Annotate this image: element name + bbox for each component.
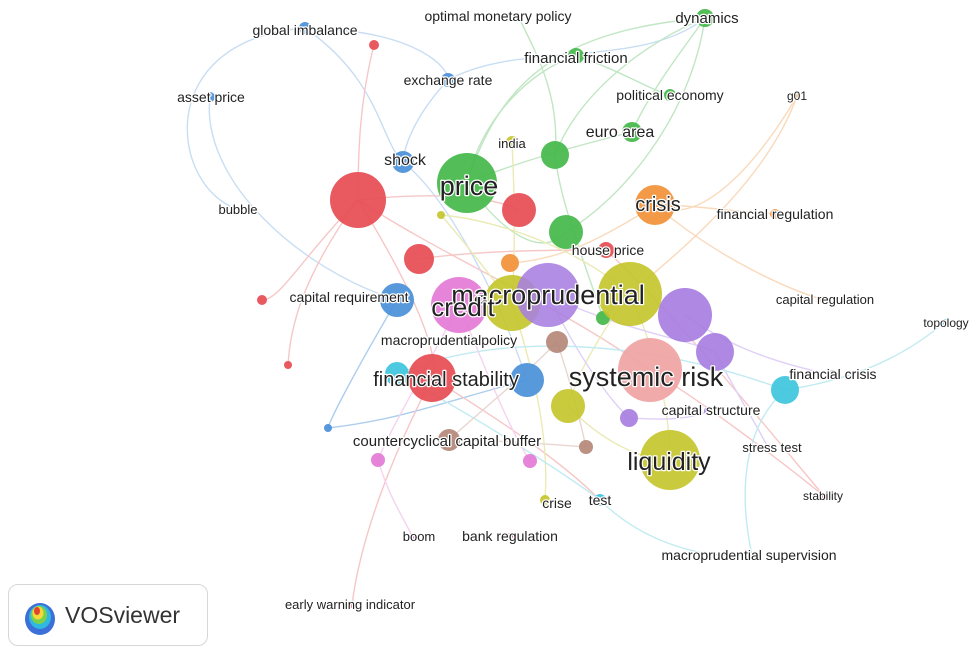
node-financial-stability-teal[interactable]	[385, 362, 409, 386]
node-shock[interactable]	[392, 151, 414, 173]
term-label[interactable]: financial crisis	[788, 365, 878, 384]
node-bubble[interactable]	[237, 207, 243, 213]
node-capital-regulation[interactable]	[820, 296, 828, 304]
term-label[interactable]: capital regulation	[775, 291, 876, 309]
node-macroprudential-supervision[interactable]	[749, 552, 755, 558]
node-red-tiny[interactable]	[284, 361, 292, 369]
term-label[interactable]: capital structure	[660, 401, 762, 420]
node-purple-tiny[interactable]	[704, 407, 712, 415]
term-label[interactable]: stress test	[741, 439, 803, 457]
node-purple-mid[interactable]	[696, 333, 734, 371]
node-house-price[interactable]	[598, 242, 614, 258]
node-purple-right[interactable]	[658, 288, 712, 342]
vosviewer-logo-icon	[25, 603, 55, 635]
node-stress-test[interactable]	[764, 444, 772, 452]
term-label[interactable]: bubble	[217, 201, 259, 219]
node-macroprudential-yellow[interactable]	[598, 262, 662, 326]
node-credit[interactable]	[431, 277, 487, 333]
term-label[interactable]: credit	[430, 291, 497, 324]
node-financial-stability[interactable]	[408, 354, 456, 402]
term-label[interactable]: political economy	[615, 86, 725, 105]
node-systemic-risk[interactable]	[618, 338, 682, 402]
term-label[interactable]: boom	[401, 528, 436, 546]
node-blue-tiny[interactable]	[324, 424, 332, 432]
term-label[interactable]: euro area	[585, 123, 656, 143]
node-euro-area[interactable]	[622, 122, 642, 142]
term-label[interactable]: bank regulation	[461, 527, 559, 546]
node-g01[interactable]	[793, 92, 801, 100]
node-countercyclical-capital-buffer[interactable]	[438, 429, 460, 451]
node-pink-small1[interactable]	[371, 453, 385, 467]
term-label[interactable]: dynamics	[674, 9, 740, 29]
term-label[interactable]: g01	[786, 88, 809, 105]
term-label[interactable]: india	[497, 135, 528, 153]
node-yellow-tiny[interactable]	[437, 211, 445, 219]
node-brown-small[interactable]	[579, 440, 593, 454]
term-label[interactable]: liquidity	[626, 447, 712, 478]
node-financial-crisis[interactable]	[771, 376, 799, 404]
node-financial-crisis-purple[interactable]	[828, 370, 838, 380]
term-label[interactable]: capital requirement	[288, 288, 410, 307]
term-label[interactable]: price	[438, 170, 499, 203]
term-label[interactable]: countercyclical capital buffer	[352, 432, 543, 452]
node-financial-friction[interactable]	[568, 48, 584, 64]
node-price[interactable]	[437, 153, 497, 213]
node-india[interactable]	[506, 136, 518, 148]
node-capital-structure[interactable]	[620, 409, 638, 427]
node-macroprudentialpolicy[interactable]	[546, 331, 568, 353]
term-label[interactable]: exchange rate	[402, 71, 493, 90]
node-yellow-small[interactable]	[551, 389, 585, 423]
node-bank-regulation[interactable]	[507, 533, 513, 539]
term-label[interactable]: topology	[922, 315, 970, 332]
node-global-imbalance[interactable]	[299, 22, 311, 34]
node-early-warning-indicator[interactable]	[349, 602, 355, 608]
term-label[interactable]: optimal monetary policy	[423, 7, 573, 26]
term-label[interactable]: macroprudential supervision	[660, 546, 838, 565]
node-red-mid[interactable]	[502, 193, 536, 227]
node-house-price-green[interactable]	[549, 215, 583, 249]
term-label[interactable]: global imbalance	[251, 21, 359, 40]
node-layer	[205, 9, 948, 608]
node-capital-requirement[interactable]	[380, 283, 414, 317]
term-label[interactable]: test	[587, 491, 612, 510]
term-label[interactable]: shock	[383, 151, 428, 171]
vosviewer-logo-badge: VOSviewer	[8, 584, 208, 646]
node-asset-price[interactable]	[205, 92, 215, 102]
node-green-mid[interactable]	[541, 141, 569, 169]
node-topology[interactable]	[942, 319, 948, 325]
label-layer: macroprudential systemic risk credit pri…	[176, 7, 970, 614]
node-blue-mid[interactable]	[510, 363, 544, 397]
node-macroprudential[interactable]	[516, 263, 580, 327]
node-political-economy[interactable]	[664, 89, 676, 101]
term-label[interactable]: stability	[802, 488, 845, 505]
vosviewer-brand-text: VOSviewer	[65, 601, 181, 628]
node-stability[interactable]	[821, 493, 827, 499]
term-label[interactable]: macroprudential	[450, 279, 646, 312]
term-label[interactable]: crisis	[634, 193, 682, 218]
node-pink-small2[interactable]	[523, 454, 537, 468]
node-dynamics[interactable]	[696, 9, 714, 27]
node-crisis[interactable]	[635, 185, 675, 225]
node-financial-regulation[interactable]	[770, 209, 780, 219]
term-label[interactable]: macroprudentialpolicy	[380, 331, 519, 350]
term-label[interactable]: financial regulation	[715, 205, 834, 224]
term-label[interactable]: house price	[571, 241, 646, 260]
node-crise[interactable]	[540, 495, 550, 505]
term-label[interactable]: financial friction	[523, 49, 629, 69]
node-red-large[interactable]	[330, 172, 386, 228]
node-exchange-rate[interactable]	[441, 73, 455, 87]
node-liquidity[interactable]	[640, 430, 700, 490]
node-global-imbalance-red[interactable]	[369, 40, 379, 50]
node-red-small[interactable]	[404, 244, 434, 274]
term-label[interactable]: crise	[541, 494, 573, 513]
term-label[interactable]: systemic risk	[568, 361, 725, 394]
term-label[interactable]: financial stability	[372, 368, 520, 393]
term-label[interactable]: early warning indicator	[284, 596, 417, 614]
node-boom[interactable]	[409, 533, 415, 539]
node-capital-req-red[interactable]	[257, 295, 267, 305]
node-orange-small[interactable]	[501, 254, 519, 272]
node-test[interactable]	[594, 494, 606, 506]
term-label[interactable]: asset price	[176, 88, 246, 107]
